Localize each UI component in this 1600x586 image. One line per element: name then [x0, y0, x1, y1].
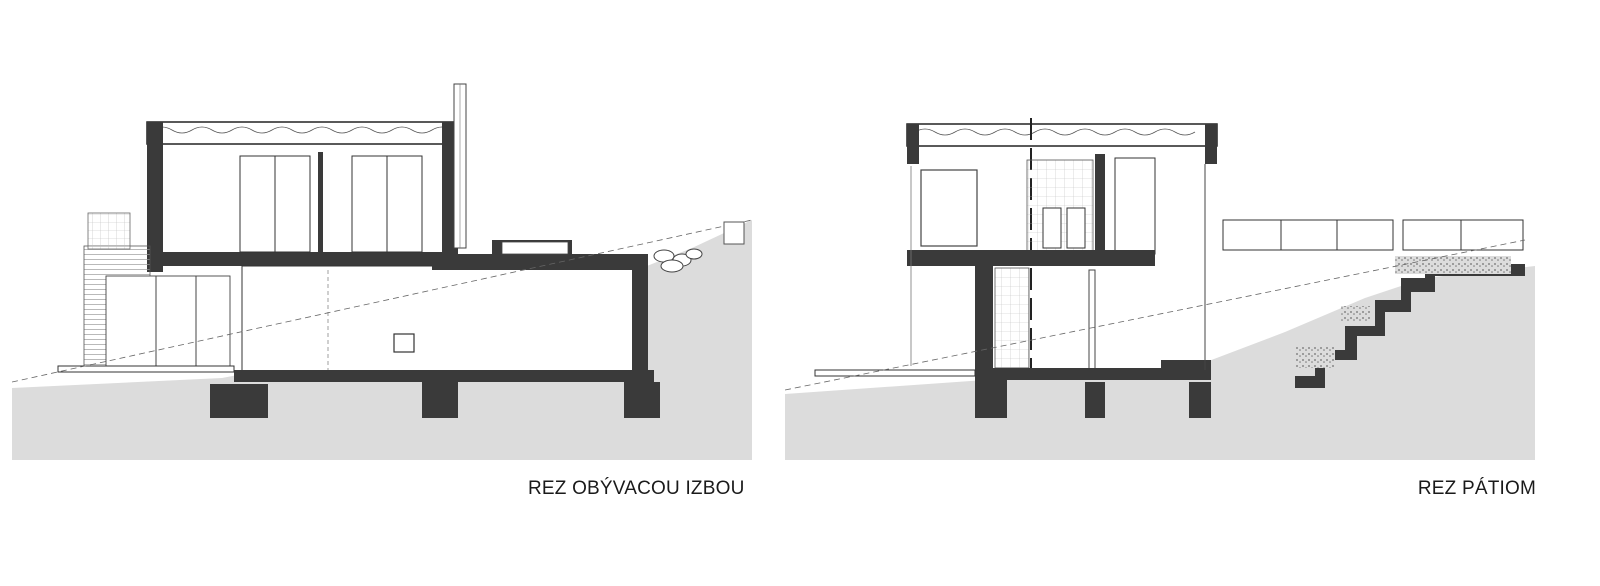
retaining-post	[723, 221, 745, 245]
lower-wall-right	[632, 266, 648, 378]
boulders	[653, 248, 703, 273]
deck	[57, 365, 235, 373]
window-upper	[920, 169, 978, 247]
footing-3	[1189, 382, 1211, 418]
footing-2	[1085, 382, 1105, 418]
door-upper	[1114, 157, 1156, 255]
wc-2	[1066, 207, 1086, 249]
stair-steps	[1295, 264, 1525, 388]
footing-3	[624, 382, 660, 418]
footing-1	[975, 380, 1007, 418]
upper-wall-left	[147, 122, 163, 272]
deck	[814, 369, 976, 377]
ground	[12, 220, 752, 460]
section-caption-patio: REZ PÁTIOM	[1417, 478, 1536, 499]
footing-2	[422, 382, 458, 418]
upper-floor-slab	[907, 250, 1155, 266]
lower-floor-slab	[975, 368, 1211, 380]
roof-step	[432, 240, 648, 270]
section-caption-living-room: REZ OBÝVACOU IZBOU	[528, 478, 745, 499]
lower-room	[241, 265, 643, 373]
section-drawing-living-room	[12, 83, 753, 460]
small-window	[393, 333, 415, 353]
railing	[1222, 219, 1524, 251]
glazing-lower	[105, 275, 231, 367]
ground	[785, 266, 1535, 460]
wc-1	[1042, 207, 1062, 249]
footing-1	[210, 384, 268, 418]
section-drawing-patio	[785, 118, 1535, 460]
lower-floor-slab	[234, 370, 654, 382]
upper-floor-slab	[147, 252, 447, 266]
